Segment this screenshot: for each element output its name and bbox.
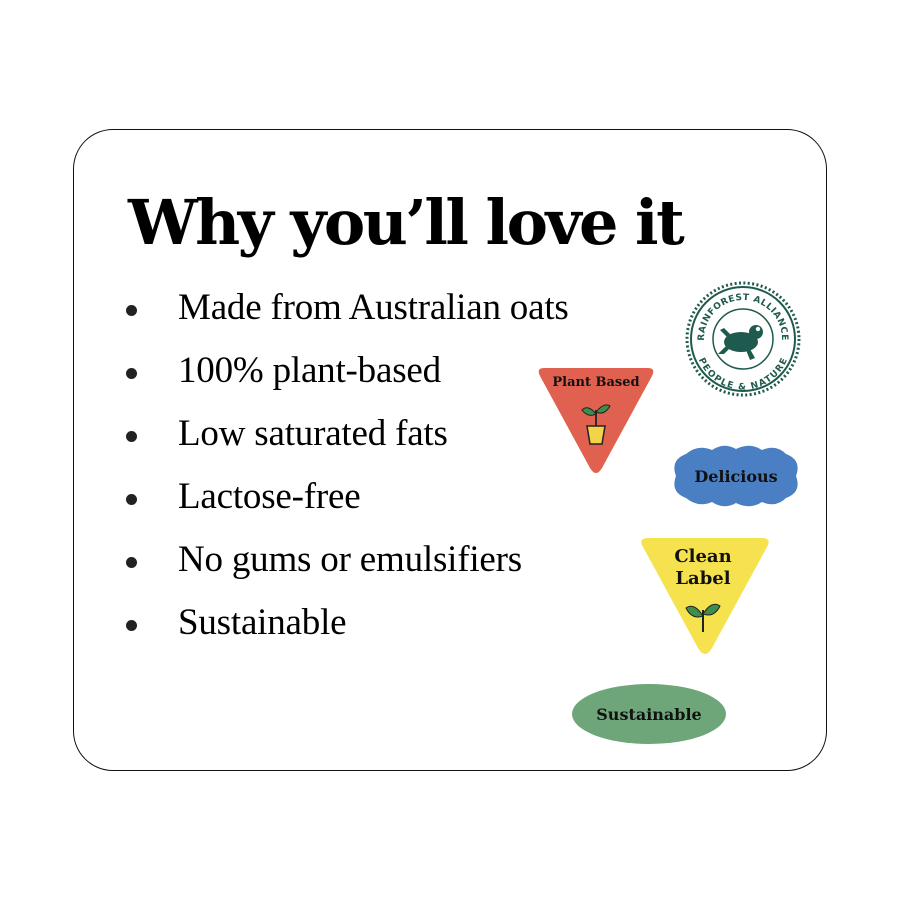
svg-text:Clean: Clean xyxy=(674,546,731,567)
svg-text:PEOPLE & NATURE: PEOPLE & NATURE xyxy=(696,356,790,392)
svg-text:Sustainable: Sustainable xyxy=(596,705,701,724)
sustainable-badge: Sustainable xyxy=(571,683,727,745)
sprout-pot-icon xyxy=(581,404,611,445)
bullet-icon xyxy=(126,620,137,631)
benefit-text: Lactose-free xyxy=(178,476,361,517)
clean-label-badge: Clean Label xyxy=(636,536,774,658)
frog-icon xyxy=(718,325,763,360)
benefit-text: Sustainable xyxy=(178,602,347,643)
delicious-badge: Delicious xyxy=(668,442,804,510)
bullet-icon xyxy=(126,557,137,568)
bullet-icon xyxy=(126,494,137,505)
plant-based-badge: Plant Based xyxy=(532,364,660,476)
bullet-icon xyxy=(126,305,137,316)
svg-text:Label: Label xyxy=(675,568,730,589)
benefit-text: Made from Australian oats xyxy=(178,287,569,328)
benefit-text: No gums or emulsifiers xyxy=(178,539,522,580)
svg-text:Delicious: Delicious xyxy=(694,467,777,486)
page-title: Why you’ll love it xyxy=(128,186,685,259)
svg-text:Plant Based: Plant Based xyxy=(552,375,639,390)
sprout-icon xyxy=(685,603,721,632)
bullet-icon xyxy=(126,431,137,442)
rainforest-alliance-seal: RAINFOREST ALLIANCE PEOPLE & NATURE xyxy=(684,280,802,398)
benefit-text: Low saturated fats xyxy=(178,413,448,454)
benefit-text: 100% plant-based xyxy=(178,350,441,391)
bullet-icon xyxy=(126,368,137,379)
